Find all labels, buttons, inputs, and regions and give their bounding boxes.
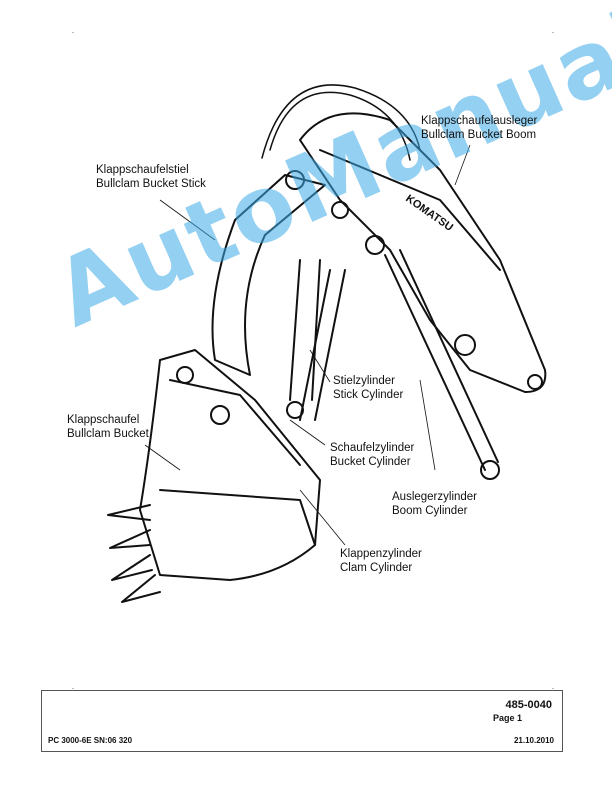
boom-cylinder [384, 249, 499, 471]
excavator-attachment-drawing: KOMATSU [107, 84, 547, 603]
bucket-outline [139, 349, 321, 581]
document-number: 485-0040 [505, 699, 553, 711]
title-block: 485-0040 Page 1 PC 3000-6E SN:06 320 21.… [41, 690, 563, 752]
page-number: Page 1 [492, 713, 522, 723]
corner-mark [552, 688, 554, 689]
bucket-cylinder [299, 269, 346, 421]
corner-mark [72, 32, 74, 33]
stick-cylinder [289, 259, 321, 401]
machine-model: PC 3000-6E SN:06 320 [48, 736, 133, 745]
corner-mark [552, 32, 554, 33]
boom-outline [299, 112, 547, 393]
document-date: 21.10.2010 [513, 736, 554, 745]
corner-mark [72, 688, 74, 689]
bucket-teeth [107, 504, 161, 603]
stick-outline [211, 174, 326, 376]
